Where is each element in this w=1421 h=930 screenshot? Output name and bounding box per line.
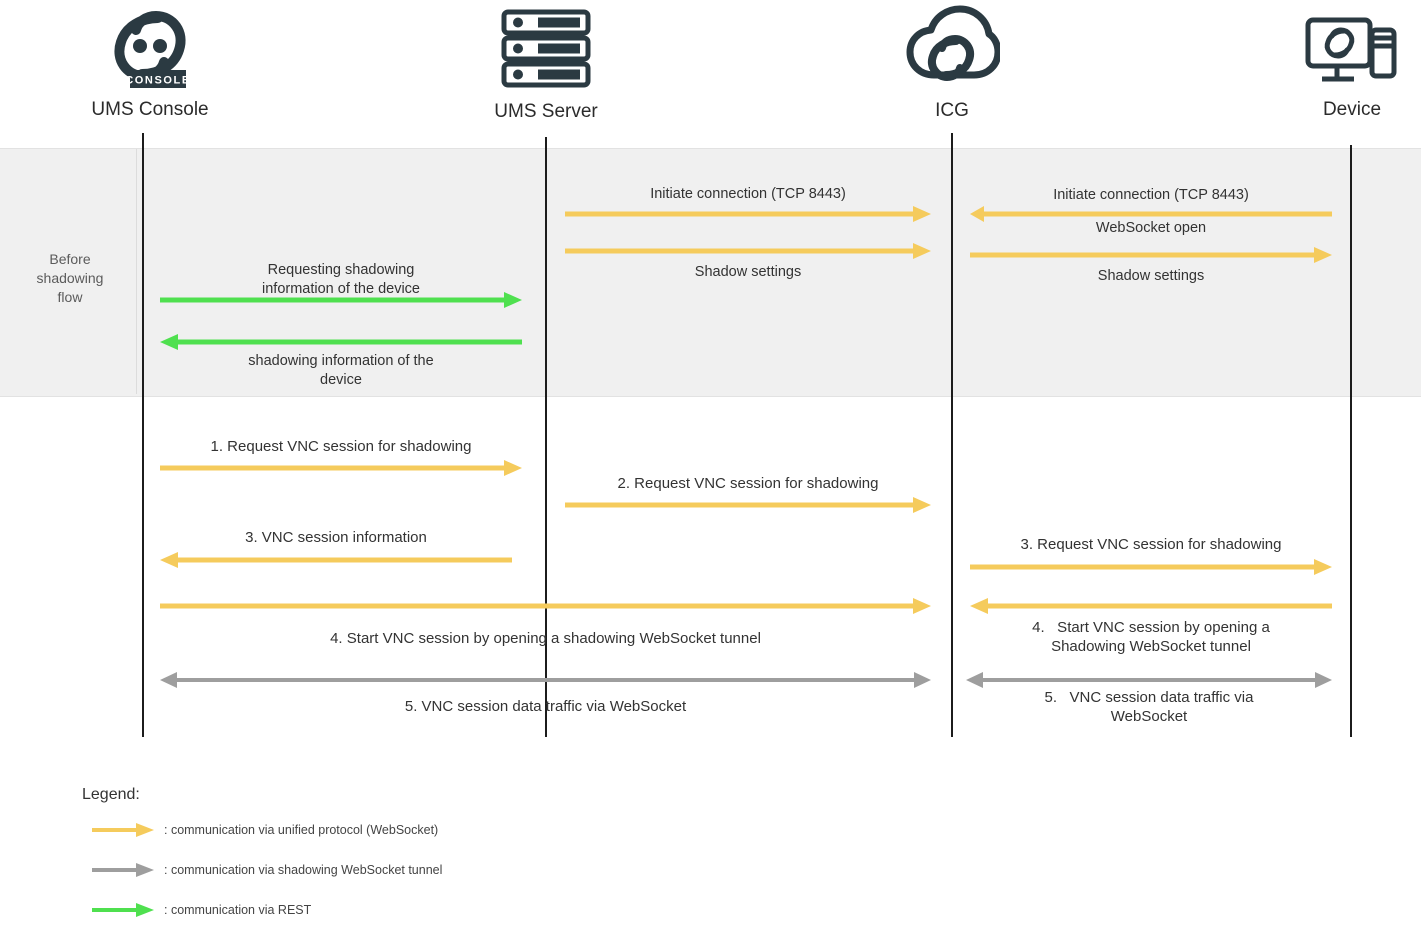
lifeline-icg <box>951 133 953 737</box>
legend-arrow-rest-icon <box>92 902 154 918</box>
arrow-step1-console-to-server <box>160 459 522 477</box>
actor-label-device: Device <box>1322 99 1382 120</box>
actor-label-icg: ICG <box>935 100 969 121</box>
arrow-step3-server-to-console <box>160 551 512 569</box>
server-rack-icon <box>456 8 636 95</box>
msg-icg-device-initiate: Initiate connection (TCP 8443) <box>1053 187 1249 203</box>
arrow-icg-device-initiate <box>970 205 1332 223</box>
arrow-step2-server-to-icg <box>565 496 931 514</box>
arrow-server-icg-shadow-settings <box>565 242 931 260</box>
arrow-console-server-response-rest <box>160 333 522 351</box>
ums-console-logo-icon: CONSOLE <box>60 8 240 99</box>
arrow-step5-console-icg-tunnel <box>160 671 931 689</box>
svg-text:CONSOLE: CONSOLE <box>125 75 191 87</box>
phase-label-before-shadowing: Before shadowing flow <box>8 250 132 307</box>
lifeline-ums-console <box>142 133 144 737</box>
legend-shadowing-tunnel: : communication via shadowing WebSocket … <box>92 862 442 878</box>
msg-step3-left: 3. VNC session information <box>245 529 427 546</box>
arrow-icg-device-websocket-shadow-settings <box>970 246 1332 264</box>
msg-step5-right: 5. VNC session data traffic via WebSocke… <box>966 688 1332 726</box>
legend-text-shadowing-tunnel: : communication via shadowing WebSocket … <box>164 863 443 877</box>
msg-step4-right-line-1: 4. Start VNC session by opening a <box>1032 619 1270 636</box>
arrow-step4-device-to-icg <box>970 597 1332 615</box>
legend-text-unified-protocol: : communication via unified protocol (We… <box>164 823 439 837</box>
legend-text-rest: : communication via REST <box>164 903 312 917</box>
msg-step2: 2. Request VNC session for shadowing <box>617 475 879 492</box>
actor-device: Device <box>1262 14 1421 121</box>
actor-ums-server: UMS Server <box>456 8 636 123</box>
legend-arrow-unified-protocol-icon <box>92 822 154 838</box>
msg-icg-device-shadow-settings: Shadow settings <box>1097 268 1205 284</box>
legend-arrow-shadowing-tunnel-icon <box>92 862 154 878</box>
actor-label-ums-server: UMS Server <box>494 101 598 122</box>
msg-console-server-request: Requesting shadowing information of the … <box>160 261 522 299</box>
msg-console-server-response-line-1: shadowing information of the <box>248 353 434 369</box>
arrow-server-icg-initiate <box>565 205 931 223</box>
phase-label-line-1: Before <box>49 251 91 267</box>
lifeline-ums-server <box>545 137 547 737</box>
actor-icg: ICG <box>862 5 1042 122</box>
msg-step5-left: 5. VNC session data traffic via WebSocke… <box>404 698 687 715</box>
arrow-step5-icg-device-tunnel <box>966 671 1332 689</box>
msg-step3-right: 3. Request VNC session for shadowing <box>1020 536 1282 553</box>
msg-server-icg-initiate: Initiate connection (TCP 8443) <box>650 186 846 202</box>
desktop-computer-icon <box>1262 14 1421 97</box>
msg-step4-right-line-2: Shadowing WebSocket tunnel <box>1051 638 1251 655</box>
msg-console-server-request-line-1: Requesting shadowing <box>267 262 415 278</box>
legend-unified-protocol: : communication via unified protocol (We… <box>92 822 438 838</box>
msg-console-server-response: shadowing information of the device <box>160 352 522 390</box>
phase-label-line-3: flow <box>57 289 83 305</box>
arrow-step3-icg-to-device <box>970 558 1332 576</box>
msg-icg-device-websocket-open: WebSocket open <box>1095 220 1207 236</box>
legend-rest: : communication via REST <box>92 902 311 918</box>
actor-label-ums-console: UMS Console <box>91 99 209 120</box>
legend-title: Legend: <box>82 786 140 803</box>
msg-server-icg-shadow-settings: Shadow settings <box>694 264 802 280</box>
arrow-console-server-request-rest <box>160 291 522 309</box>
msg-console-server-response-line-2: device <box>320 372 362 388</box>
msg-step4-left: 4. Start VNC session by opening a shadow… <box>330 630 761 647</box>
phase-label-line-2: shadowing <box>36 270 104 286</box>
cloud-gateway-icon <box>862 5 1042 100</box>
msg-step4-right: 4. Start VNC session by opening a Shadow… <box>970 618 1332 656</box>
msg-step5-right-line-2: WebSocket <box>1110 708 1188 725</box>
before-shadowing-phase-band <box>0 148 1421 397</box>
lifeline-device <box>1350 145 1352 737</box>
actor-ums-console: CONSOLE UMS Console <box>60 8 240 121</box>
arrow-step4-console-to-icg <box>160 597 931 615</box>
msg-step5-right-line-1: 5. VNC session data traffic via <box>1044 689 1254 706</box>
msg-step1: 1. Request VNC session for shadowing <box>210 438 472 455</box>
phase-band-divider <box>136 149 137 394</box>
msg-console-server-request-line-2: information of the device <box>262 281 420 297</box>
